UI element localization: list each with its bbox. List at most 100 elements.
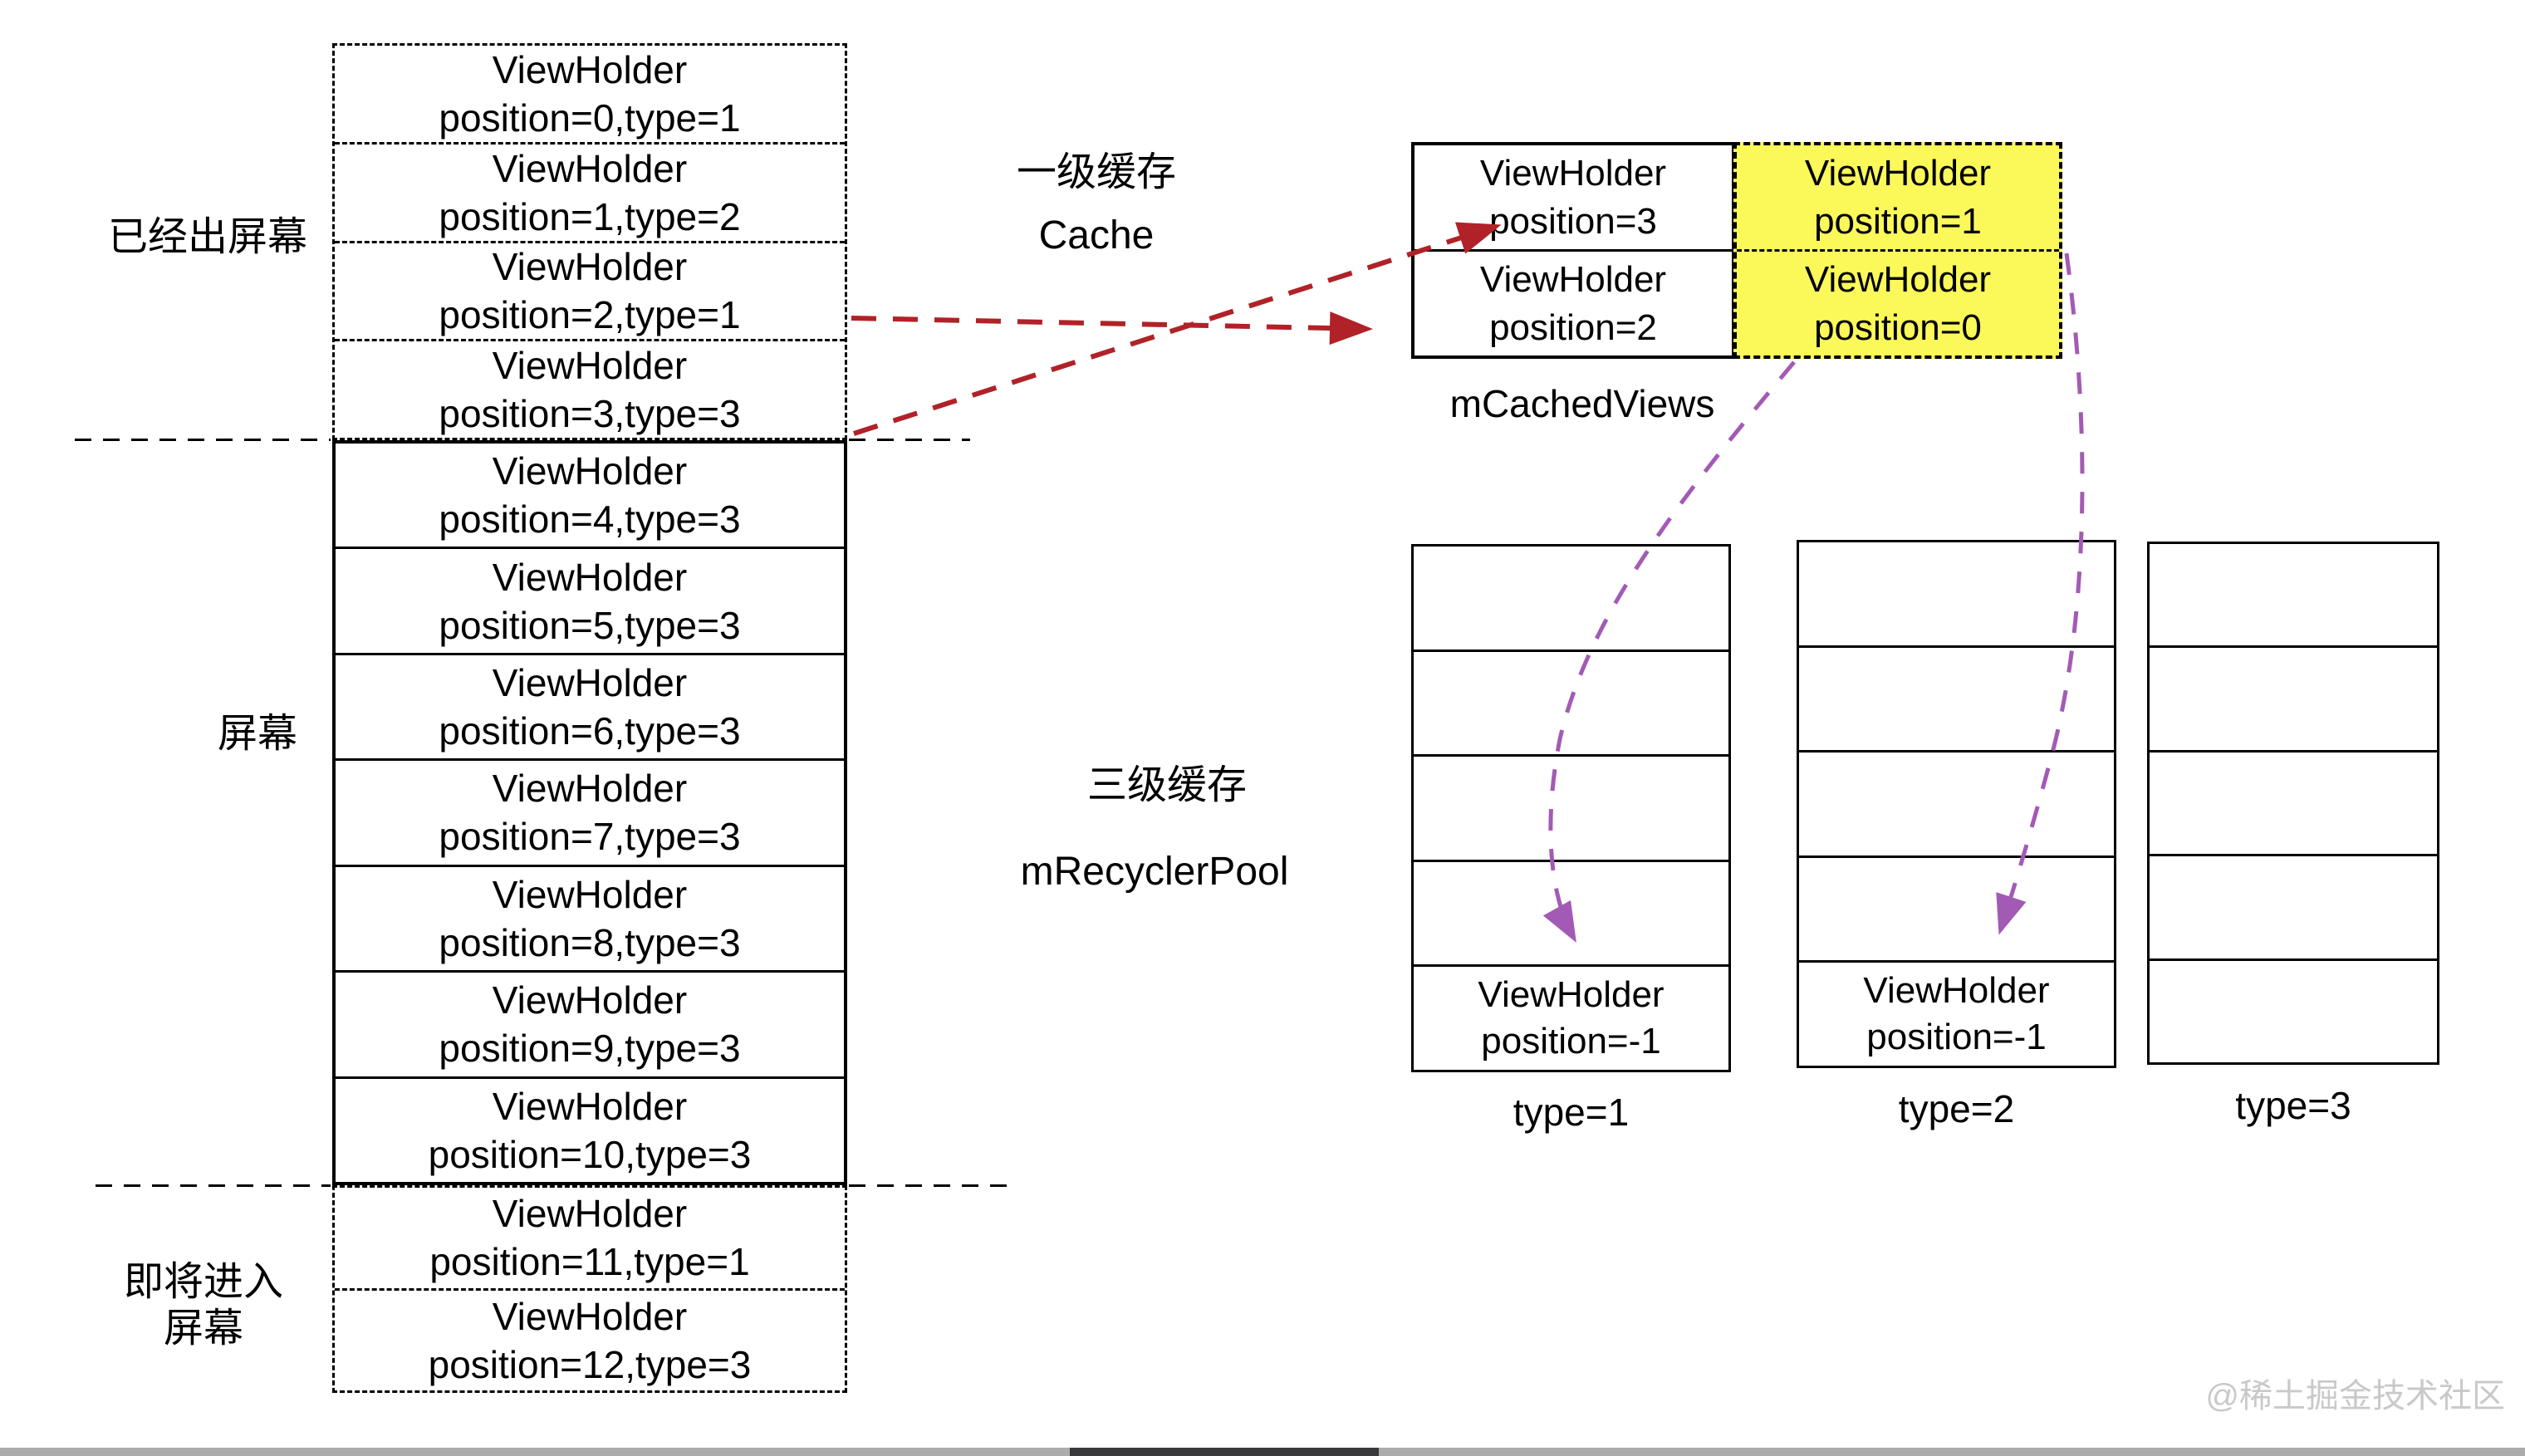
pool-cell-empty (1799, 750, 2114, 855)
viewholder-row: ViewHolder position=4,type=3 (336, 444, 844, 547)
viewholder-subtitle: position=-1 (1866, 1017, 2047, 1058)
cached-viewholder-cell: ViewHolder position=2 (1414, 249, 1732, 355)
viewholder-row: ViewHolder position=9,type=3 (336, 970, 844, 1076)
viewholder-subtitle: position=0,type=1 (439, 96, 741, 140)
cached-viewholder-cell-highlighted: ViewHolder position=0 (1737, 249, 2059, 355)
scrollbar-thumb[interactable] (1070, 1448, 1379, 1456)
viewholder-subtitle: position=0 (1814, 306, 1982, 348)
viewholder-title: ViewHolder (492, 449, 688, 493)
mcachedviews-label: mCachedViews (1449, 382, 1715, 425)
viewholder-row: ViewHolder position=7,type=3 (336, 758, 844, 864)
viewholder-subtitle: position=11,type=1 (429, 1240, 750, 1284)
viewholder-subtitle: position=5,type=3 (439, 603, 741, 647)
viewholder-row: ViewHolder position=6,type=3 (336, 652, 844, 758)
screen-top-boundary-line-right (849, 439, 970, 441)
off-screen-stack: ViewHolder position=0,type=1 ViewHolder … (332, 43, 847, 440)
viewholder-row: ViewHolder position=5,type=3 (336, 547, 844, 652)
viewholder-subtitle: position=7,type=3 (439, 815, 741, 859)
viewholder-subtitle: position=4,type=3 (439, 498, 741, 542)
pool-cell-empty (2150, 645, 2437, 749)
viewholder-subtitle: position=2,type=1 (439, 293, 741, 337)
viewholder-row: ViewHolder position=2,type=1 (335, 240, 845, 340)
viewholder-title: ViewHolder (492, 767, 688, 811)
pool-type3-label: type=3 (2235, 1084, 2351, 1127)
viewholder-row: ViewHolder position=11,type=1 (335, 1188, 845, 1288)
pool-viewholder-cell: ViewHolder position=-1 (1414, 964, 1728, 1070)
viewholder-title: ViewHolder (1479, 258, 1667, 300)
viewholder-title: ViewHolder (492, 245, 688, 289)
pool-viewholder-cell: ViewHolder position=-1 (1799, 960, 2114, 1066)
on-screen-stack: ViewHolder position=4,type=3 ViewHolder … (332, 440, 847, 1185)
viewholder-title: ViewHolder (1478, 974, 1665, 1016)
viewholder-title: ViewHolder (492, 146, 688, 190)
viewholder-subtitle: position=10,type=3 (428, 1132, 752, 1176)
viewholder-subtitle: position=12,type=3 (428, 1342, 752, 1386)
screen-bottom-boundary-line-right (849, 1184, 1015, 1187)
watermark: @稀土掘金技术社区 (2205, 1378, 2505, 1414)
viewholder-title: ViewHolder (492, 1084, 688, 1128)
pool-column-type1: ViewHolder position=-1 (1411, 544, 1731, 1072)
viewholder-subtitle: position=3 (1489, 200, 1657, 242)
pool-cell-empty (1799, 645, 2114, 751)
pool-cell-empty (1414, 859, 1728, 965)
viewholder-subtitle: position=3,type=3 (439, 392, 741, 436)
viewholder-subtitle: position=8,type=3 (439, 920, 741, 964)
viewholder-subtitle: position=9,type=3 (439, 1027, 741, 1071)
pool-cell-empty (1414, 754, 1728, 860)
viewholder-subtitle: position=6,type=3 (439, 709, 741, 753)
off-screen-label: 已经出屏幕 (107, 215, 307, 259)
viewholder-title: ViewHolder (492, 872, 688, 916)
viewholder-subtitle: position=-1 (1481, 1021, 1661, 1062)
viewholder-subtitle: position=1,type=2 (439, 194, 741, 238)
incoming-screen-label-line1: 即将进入 (123, 1260, 283, 1304)
pool-cell-empty (1799, 855, 2114, 961)
pool-cell-empty (1799, 542, 2114, 645)
level3-cache-label-en: mRecyclerPool (1020, 850, 1289, 894)
viewholder-title: ViewHolder (492, 1294, 688, 1338)
pool-cell-empty (2150, 544, 2437, 645)
pool-type2-label: type=2 (1898, 1087, 2015, 1130)
viewholder-title: ViewHolder (492, 978, 688, 1022)
viewholder-title: ViewHolder (492, 344, 688, 388)
pool-type1-label: type=1 (1513, 1091, 1630, 1134)
incoming-screen-label: 即将进入 屏幕 (100, 1259, 307, 1352)
pool-cell-empty (2150, 749, 2437, 854)
bottom-scrollbar[interactable] (0, 1448, 2525, 1456)
pool-cell-empty (2150, 958, 2437, 1062)
level1-cache-label-cn: 一级缓存 (1016, 150, 1176, 194)
viewholder-row: ViewHolder position=10,type=3 (336, 1076, 844, 1182)
screen-top-boundary-line-left (75, 439, 331, 441)
viewholder-title: ViewHolder (492, 555, 688, 599)
viewholder-title: ViewHolder (1479, 152, 1667, 194)
viewholder-title: ViewHolder (1804, 152, 1992, 194)
pool-cell-empty (2150, 854, 2437, 958)
viewholder-title: ViewHolder (492, 47, 688, 91)
pool-column-type3 (2147, 542, 2439, 1065)
screen-bottom-boundary-line-left (96, 1184, 331, 1187)
viewholder-subtitle: position=1 (1814, 200, 1982, 242)
pool-column-type2: ViewHolder position=-1 (1797, 540, 2116, 1068)
viewholder-row: ViewHolder position=12,type=3 (335, 1287, 845, 1391)
mcachedviews-column-highlighted: ViewHolder position=1 ViewHolder positio… (1733, 142, 2062, 359)
mcachedviews-column-solid: ViewHolder position=3 ViewHolder positio… (1411, 142, 1735, 359)
cached-viewholder-cell-highlighted: ViewHolder position=1 (1737, 145, 2059, 249)
viewholder-title: ViewHolder (1804, 258, 1992, 300)
arrow-position2-to-cache (851, 311, 1373, 346)
viewholder-row: ViewHolder position=8,type=3 (336, 864, 844, 970)
viewholder-subtitle: position=2 (1489, 306, 1657, 348)
viewholder-row: ViewHolder position=0,type=1 (335, 46, 845, 142)
level3-cache-label-cn: 三级缓存 (1086, 763, 1247, 807)
viewholder-title: ViewHolder (492, 1192, 688, 1236)
mcachedviews-table: ViewHolder position=3 ViewHolder positio… (1411, 142, 2064, 359)
pool-cell-empty (1414, 649, 1728, 755)
screen-label: 屏幕 (217, 712, 297, 756)
incoming-stack: ViewHolder position=11,type=1 ViewHolder… (332, 1185, 847, 1393)
viewholder-row: ViewHolder position=3,type=3 (335, 339, 845, 438)
level1-cache-label-en: Cache (1038, 213, 1155, 257)
viewholder-title: ViewHolder (1863, 970, 2050, 1012)
pool-cell-empty (1414, 547, 1728, 650)
cached-viewholder-cell: ViewHolder position=3 (1414, 145, 1732, 249)
incoming-screen-label-line2: 屏幕 (163, 1306, 243, 1351)
viewholder-row: ViewHolder position=1,type=2 (335, 141, 845, 241)
